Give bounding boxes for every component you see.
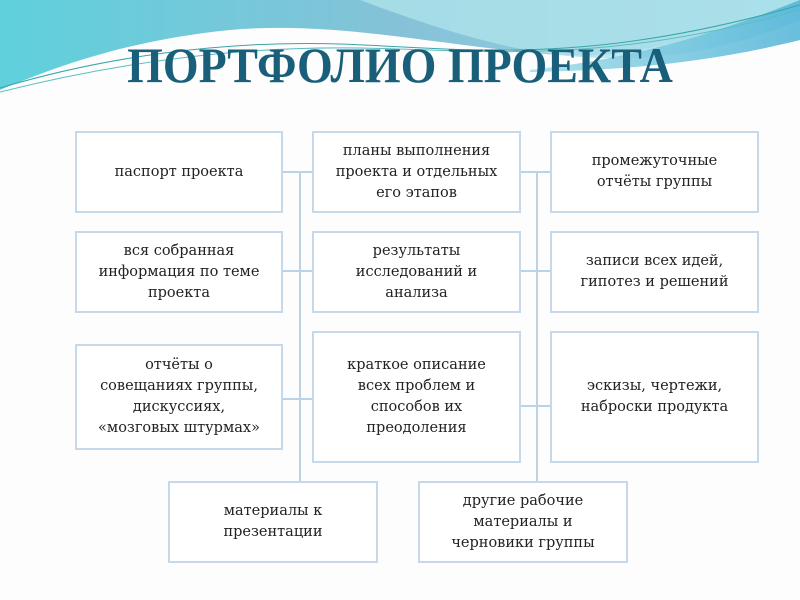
box-ideas-records: записи всех идей, гипотез и решений [550, 231, 759, 313]
box-project-passport: паспорт проекта [75, 131, 283, 213]
box-label: паспорт проекта [114, 163, 244, 180]
box-label: промежуточные отчёты группы [591, 153, 718, 190]
connector-row1-right [520, 171, 550, 173]
connector-vertical-left [299, 172, 301, 482]
box-label: материалы к презентации [223, 503, 323, 540]
box-label: записи всех идей, гипотез и решений [580, 253, 729, 290]
page-title: ПОРТФОЛИО ПРОЕКТА [127, 37, 673, 93]
box-label: эскизы, чертежи, наброски продукта [580, 378, 729, 415]
box-label: отчёты о совещаниях группы, дискуссиях, … [98, 357, 260, 436]
connector-row2-left [282, 270, 312, 272]
header-wave-decoration [0, 0, 800, 93]
box-problems-description: краткое описание всех проблем и способов… [312, 331, 521, 463]
box-label: планы выполнения проекта и отдельных его… [335, 142, 498, 201]
box-presentation-materials: материалы к презентации [168, 481, 378, 563]
connector-row3-left [282, 398, 312, 400]
box-label: вся собранная информация по теме проекта [98, 242, 260, 301]
box-other-working-materials: другие рабочие материалы и черновики гру… [418, 481, 628, 563]
box-label: другие рабочие материалы и черновики гру… [451, 492, 595, 551]
box-meeting-reports: отчёты о совещаниях группы, дискуссиях, … [75, 344, 283, 450]
box-research-results: результаты исследований и анализа [312, 231, 521, 313]
box-sketches-drawings: эскизы, чертежи, наброски продукта [550, 331, 759, 463]
box-label: краткое описание всех проблем и способов… [347, 357, 486, 436]
connector-row3-right [520, 405, 550, 407]
connector-vertical-right [536, 172, 538, 482]
connector-row2-right [520, 270, 550, 272]
connector-row1-left [282, 171, 312, 173]
box-project-plans: планы выполнения проекта и отдельных его… [312, 131, 521, 213]
box-label: результаты исследований и анализа [355, 242, 478, 301]
box-interim-reports: промежуточные отчёты группы [550, 131, 759, 213]
box-collected-information: вся собранная информация по теме проекта [75, 231, 283, 313]
